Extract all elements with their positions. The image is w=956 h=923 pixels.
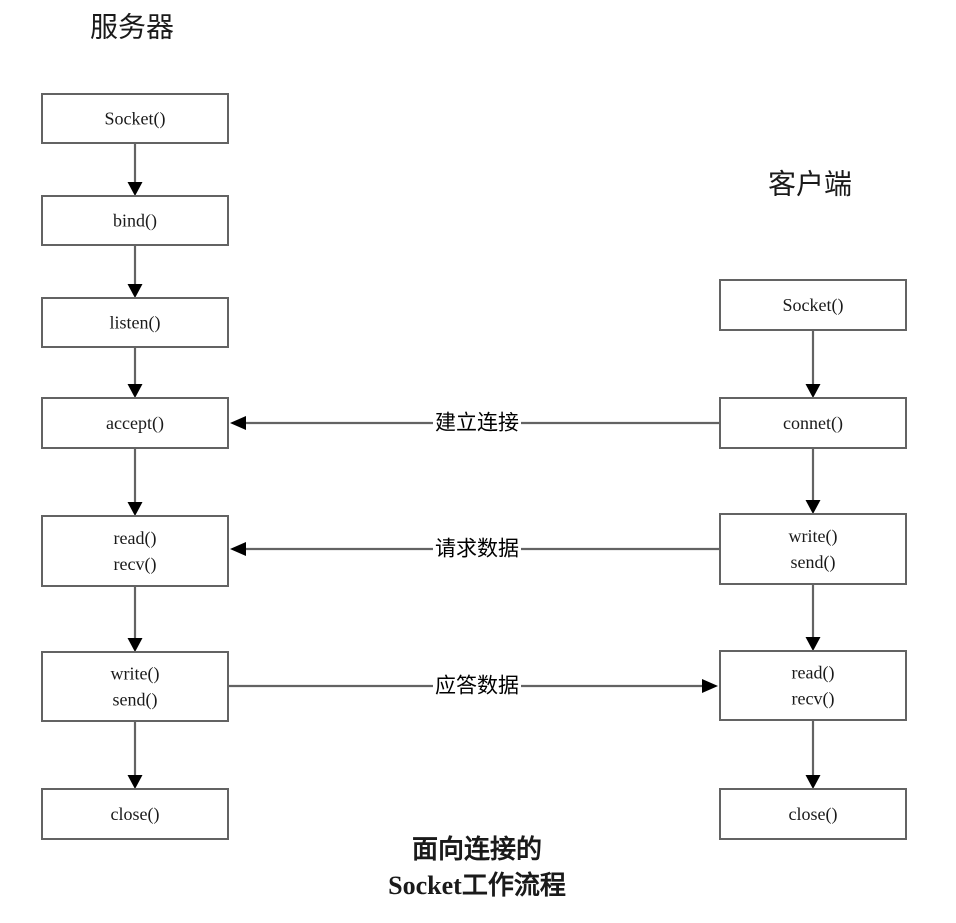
node-label-client-read-recv-0: read(): [792, 663, 835, 684]
node-box-client-write-send[interactable]: [719, 513, 907, 585]
edge-request-data-head: [230, 542, 246, 556]
node-box-server-accept[interactable]: [41, 397, 229, 449]
node-box-server-bind[interactable]: [41, 195, 229, 246]
edge-response-data-head: [702, 679, 718, 693]
flow-arrow-client-write-send-to-client-read-recv: [805, 584, 821, 651]
edge-label-backing-response-data: [433, 673, 521, 699]
edge-label-group-response-data: 应答数据: [433, 673, 521, 699]
node-label-server-read-recv-0: read(): [114, 528, 157, 549]
flow-arrow-server-read-recv-to-server-write-send: [127, 586, 143, 652]
node-server-close[interactable]: close(): [41, 788, 229, 840]
column-heading-server: 服务器: [90, 11, 174, 43]
edge-label-group-establish-connection: 建立连接: [433, 410, 521, 436]
flow-arrow-server-accept-to-server-read-recv-head: [127, 502, 143, 516]
node-label-server-accept: accept(): [106, 413, 164, 434]
node-label-server-write-send-1: send(): [113, 690, 158, 711]
edge-label-group-request-data: 请求数据: [433, 536, 521, 562]
node-box-client-socket[interactable]: [719, 279, 907, 331]
node-client-read-recv[interactable]: read() recv(): [719, 650, 907, 721]
flow-arrow-client-write-send-to-client-read-recv-head: [805, 637, 821, 651]
flow-arrow-client-connet-to-client-write-send-head: [805, 500, 821, 514]
node-server-read-recv[interactable]: read() recv(): [41, 515, 229, 587]
flow-arrow-server-socket-to-server-bind: [127, 143, 143, 196]
flow-arrow-server-bind-to-server-listen: [127, 245, 143, 298]
flow-arrow-server-read-recv-to-server-write-send-head: [127, 638, 143, 652]
node-server-listen[interactable]: listen(): [41, 297, 229, 348]
column-heading-client: 客户端: [768, 168, 852, 200]
node-server-bind[interactable]: bind(): [41, 195, 229, 246]
node-label-server-read-recv-1: recv(): [114, 554, 157, 575]
node-server-accept[interactable]: accept(): [41, 397, 229, 449]
node-client-close[interactable]: close(): [719, 788, 907, 840]
node-label-client-read-recv-1: recv(): [792, 689, 835, 710]
node-label-server-close: close(): [111, 804, 160, 825]
flow-arrow-client-connet-to-client-write-send: [805, 448, 821, 514]
node-server-write-send[interactable]: write() send(): [41, 651, 229, 722]
flow-arrow-server-bind-to-server-listen-head: [127, 284, 143, 298]
flow-arrow-server-socket-to-server-bind-head: [127, 182, 143, 196]
caption-line-1: 面向连接的: [412, 834, 542, 864]
node-client-connet[interactable]: connet(): [719, 397, 907, 449]
node-label-server-write-send-0: write(): [111, 664, 160, 685]
edge-label-response-data: 应答数据: [435, 675, 519, 698]
node-box-server-socket[interactable]: [41, 93, 229, 144]
flow-arrow-client-socket-to-client-connet: [805, 330, 821, 398]
node-box-server-read-recv[interactable]: [41, 515, 229, 587]
flow-arrow-client-read-recv-to-client-close-head: [805, 775, 821, 789]
node-label-client-close: close(): [789, 804, 838, 825]
node-box-server-write-send[interactable]: [41, 651, 229, 722]
flow-arrow-client-read-recv-to-client-close: [805, 720, 821, 789]
node-client-socket[interactable]: Socket(): [719, 279, 907, 331]
caption-line-2: Socket工作流程: [388, 871, 566, 900]
flow-arrow-server-write-send-to-server-close: [127, 721, 143, 789]
flow-arrow-server-write-send-to-server-close-head: [127, 775, 143, 789]
node-server-socket[interactable]: Socket(): [41, 93, 229, 144]
node-label-client-write-send-1: send(): [791, 552, 836, 573]
node-label-client-socket: Socket(): [783, 295, 844, 316]
node-label-server-bind: bind(): [113, 211, 157, 232]
flow-arrow-client-socket-to-client-connet-head: [805, 384, 821, 398]
edge-label-backing-establish-connection: [433, 410, 521, 436]
edge-label-backing-request-data: [433, 536, 521, 562]
node-label-client-connet: connet(): [783, 413, 843, 434]
edge-label-establish-connection: 建立连接: [435, 412, 519, 435]
flow-arrow-server-listen-to-server-accept: [127, 347, 143, 398]
node-box-client-read-recv[interactable]: [719, 650, 907, 721]
edge-label-request-data: 请求数据: [435, 538, 519, 561]
node-label-server-socket: Socket(): [105, 109, 166, 130]
node-label-client-write-send-0: write(): [789, 526, 838, 547]
node-box-client-close[interactable]: [719, 788, 907, 840]
node-client-write-send[interactable]: write() send(): [719, 513, 907, 585]
node-label-server-listen: listen(): [110, 313, 161, 334]
edge-establish-connection-head: [230, 416, 246, 430]
flow-arrow-server-listen-to-server-accept-head: [127, 384, 143, 398]
flow-arrow-server-accept-to-server-read-recv: [127, 448, 143, 516]
node-box-client-connet[interactable]: [719, 397, 907, 449]
node-box-server-close[interactable]: [41, 788, 229, 840]
node-box-server-listen[interactable]: [41, 297, 229, 348]
